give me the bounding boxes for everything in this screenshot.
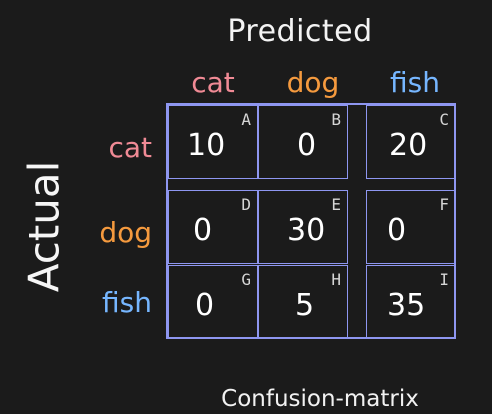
matrix-cell-i: I 35 — [366, 265, 456, 339]
cell-value-d: 0 — [193, 213, 213, 248]
cell-value-b: 0 — [297, 128, 317, 163]
matrix-cell-e: E 30 — [258, 190, 348, 264]
row-header-dog: dog — [99, 216, 152, 249]
column-header-dog: dog — [286, 66, 340, 99]
cell-letter-e: E — [331, 195, 341, 214]
column-header-fish: fish — [390, 66, 440, 99]
row-header-cat: cat — [108, 131, 152, 164]
matrix-cell-b: B 0 — [258, 105, 348, 179]
matrix-cell-g: G 0 — [168, 265, 258, 339]
cell-value-a: 10 — [187, 128, 226, 163]
matrix-cell-c: C 20 — [366, 105, 456, 179]
predicted-title: Predicted — [227, 14, 373, 49]
cell-letter-g: G — [241, 270, 251, 289]
row-header-fish: fish — [102, 286, 152, 319]
matrix-cell-d: D 0 — [168, 190, 258, 264]
cell-value-g: 0 — [195, 288, 215, 323]
cell-letter-f: F — [439, 195, 449, 214]
cell-value-c: 20 — [389, 128, 428, 163]
cell-letter-i: I — [439, 270, 449, 289]
matrix-cell-h: H 5 — [258, 265, 348, 339]
actual-title: Actual — [19, 160, 69, 293]
matrix-cell-f: F 0 — [366, 190, 456, 264]
cell-letter-c: C — [439, 110, 449, 129]
footer-caption: Confusion-matrix — [221, 386, 419, 412]
matrix-cell-a: A 10 — [168, 105, 258, 179]
cell-letter-h: H — [331, 270, 341, 289]
cell-value-h: 5 — [295, 288, 315, 323]
cell-letter-d: D — [241, 195, 251, 214]
cell-value-i: 35 — [387, 288, 426, 323]
cell-value-f: 0 — [387, 213, 407, 248]
cell-letter-b: B — [331, 110, 341, 129]
cell-value-e: 30 — [287, 213, 326, 248]
cell-letter-a: A — [241, 110, 251, 129]
column-header-cat: cat — [191, 66, 235, 99]
